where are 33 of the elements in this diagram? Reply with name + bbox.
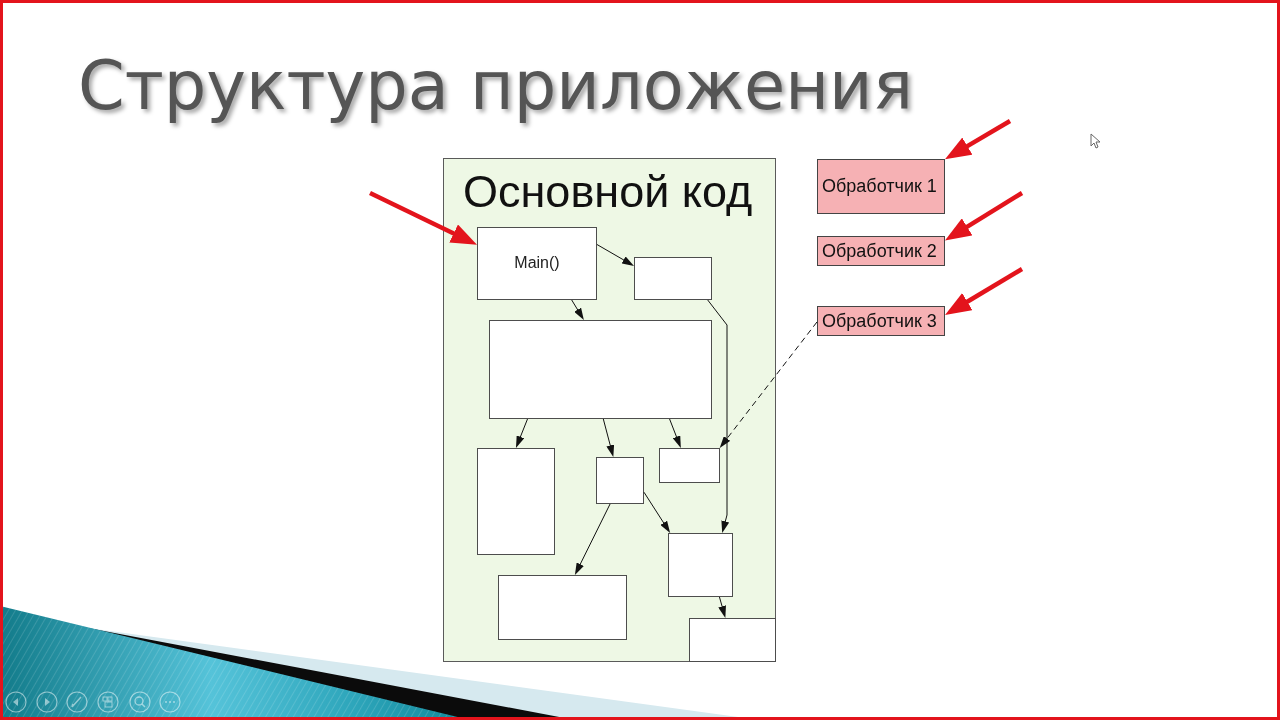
handler-box: [817, 306, 945, 336]
function-box: [477, 227, 597, 300]
arrow: [707, 299, 730, 533]
handler-label: Обработчик 1: [822, 176, 937, 197]
arrow: [718, 596, 726, 618]
panel-heading: Основной код: [463, 166, 753, 218]
pointer-arrow: [945, 191, 1024, 241]
arrow: [574, 503, 611, 575]
arrow: [596, 244, 634, 266]
module-box: [634, 257, 712, 300]
pointer-arrow: [945, 267, 1024, 315]
handler-box: [817, 236, 945, 266]
arrow: [515, 418, 528, 448]
function-label: Main(): [514, 254, 560, 273]
pointer-arrow: [945, 119, 1012, 160]
slide-title: Структура приложения: [78, 47, 913, 125]
module-box: [689, 618, 776, 662]
arrow: [602, 418, 615, 457]
arrow: [571, 299, 584, 320]
handler-box: [817, 159, 945, 214]
module-box: [489, 320, 712, 419]
handler-label: Обработчик 2: [822, 240, 937, 262]
module-box: [498, 575, 627, 640]
dashed-arrow: [719, 321, 818, 448]
arrow: [643, 491, 671, 533]
handler-label: Обработчик 3: [822, 310, 937, 332]
module-box: [477, 448, 555, 555]
pointer-arrow: [369, 190, 477, 245]
module-box: [668, 533, 733, 597]
code-panel: [443, 158, 776, 662]
module-box: [659, 448, 720, 483]
module-box: [596, 457, 644, 504]
arrow: [669, 418, 681, 448]
